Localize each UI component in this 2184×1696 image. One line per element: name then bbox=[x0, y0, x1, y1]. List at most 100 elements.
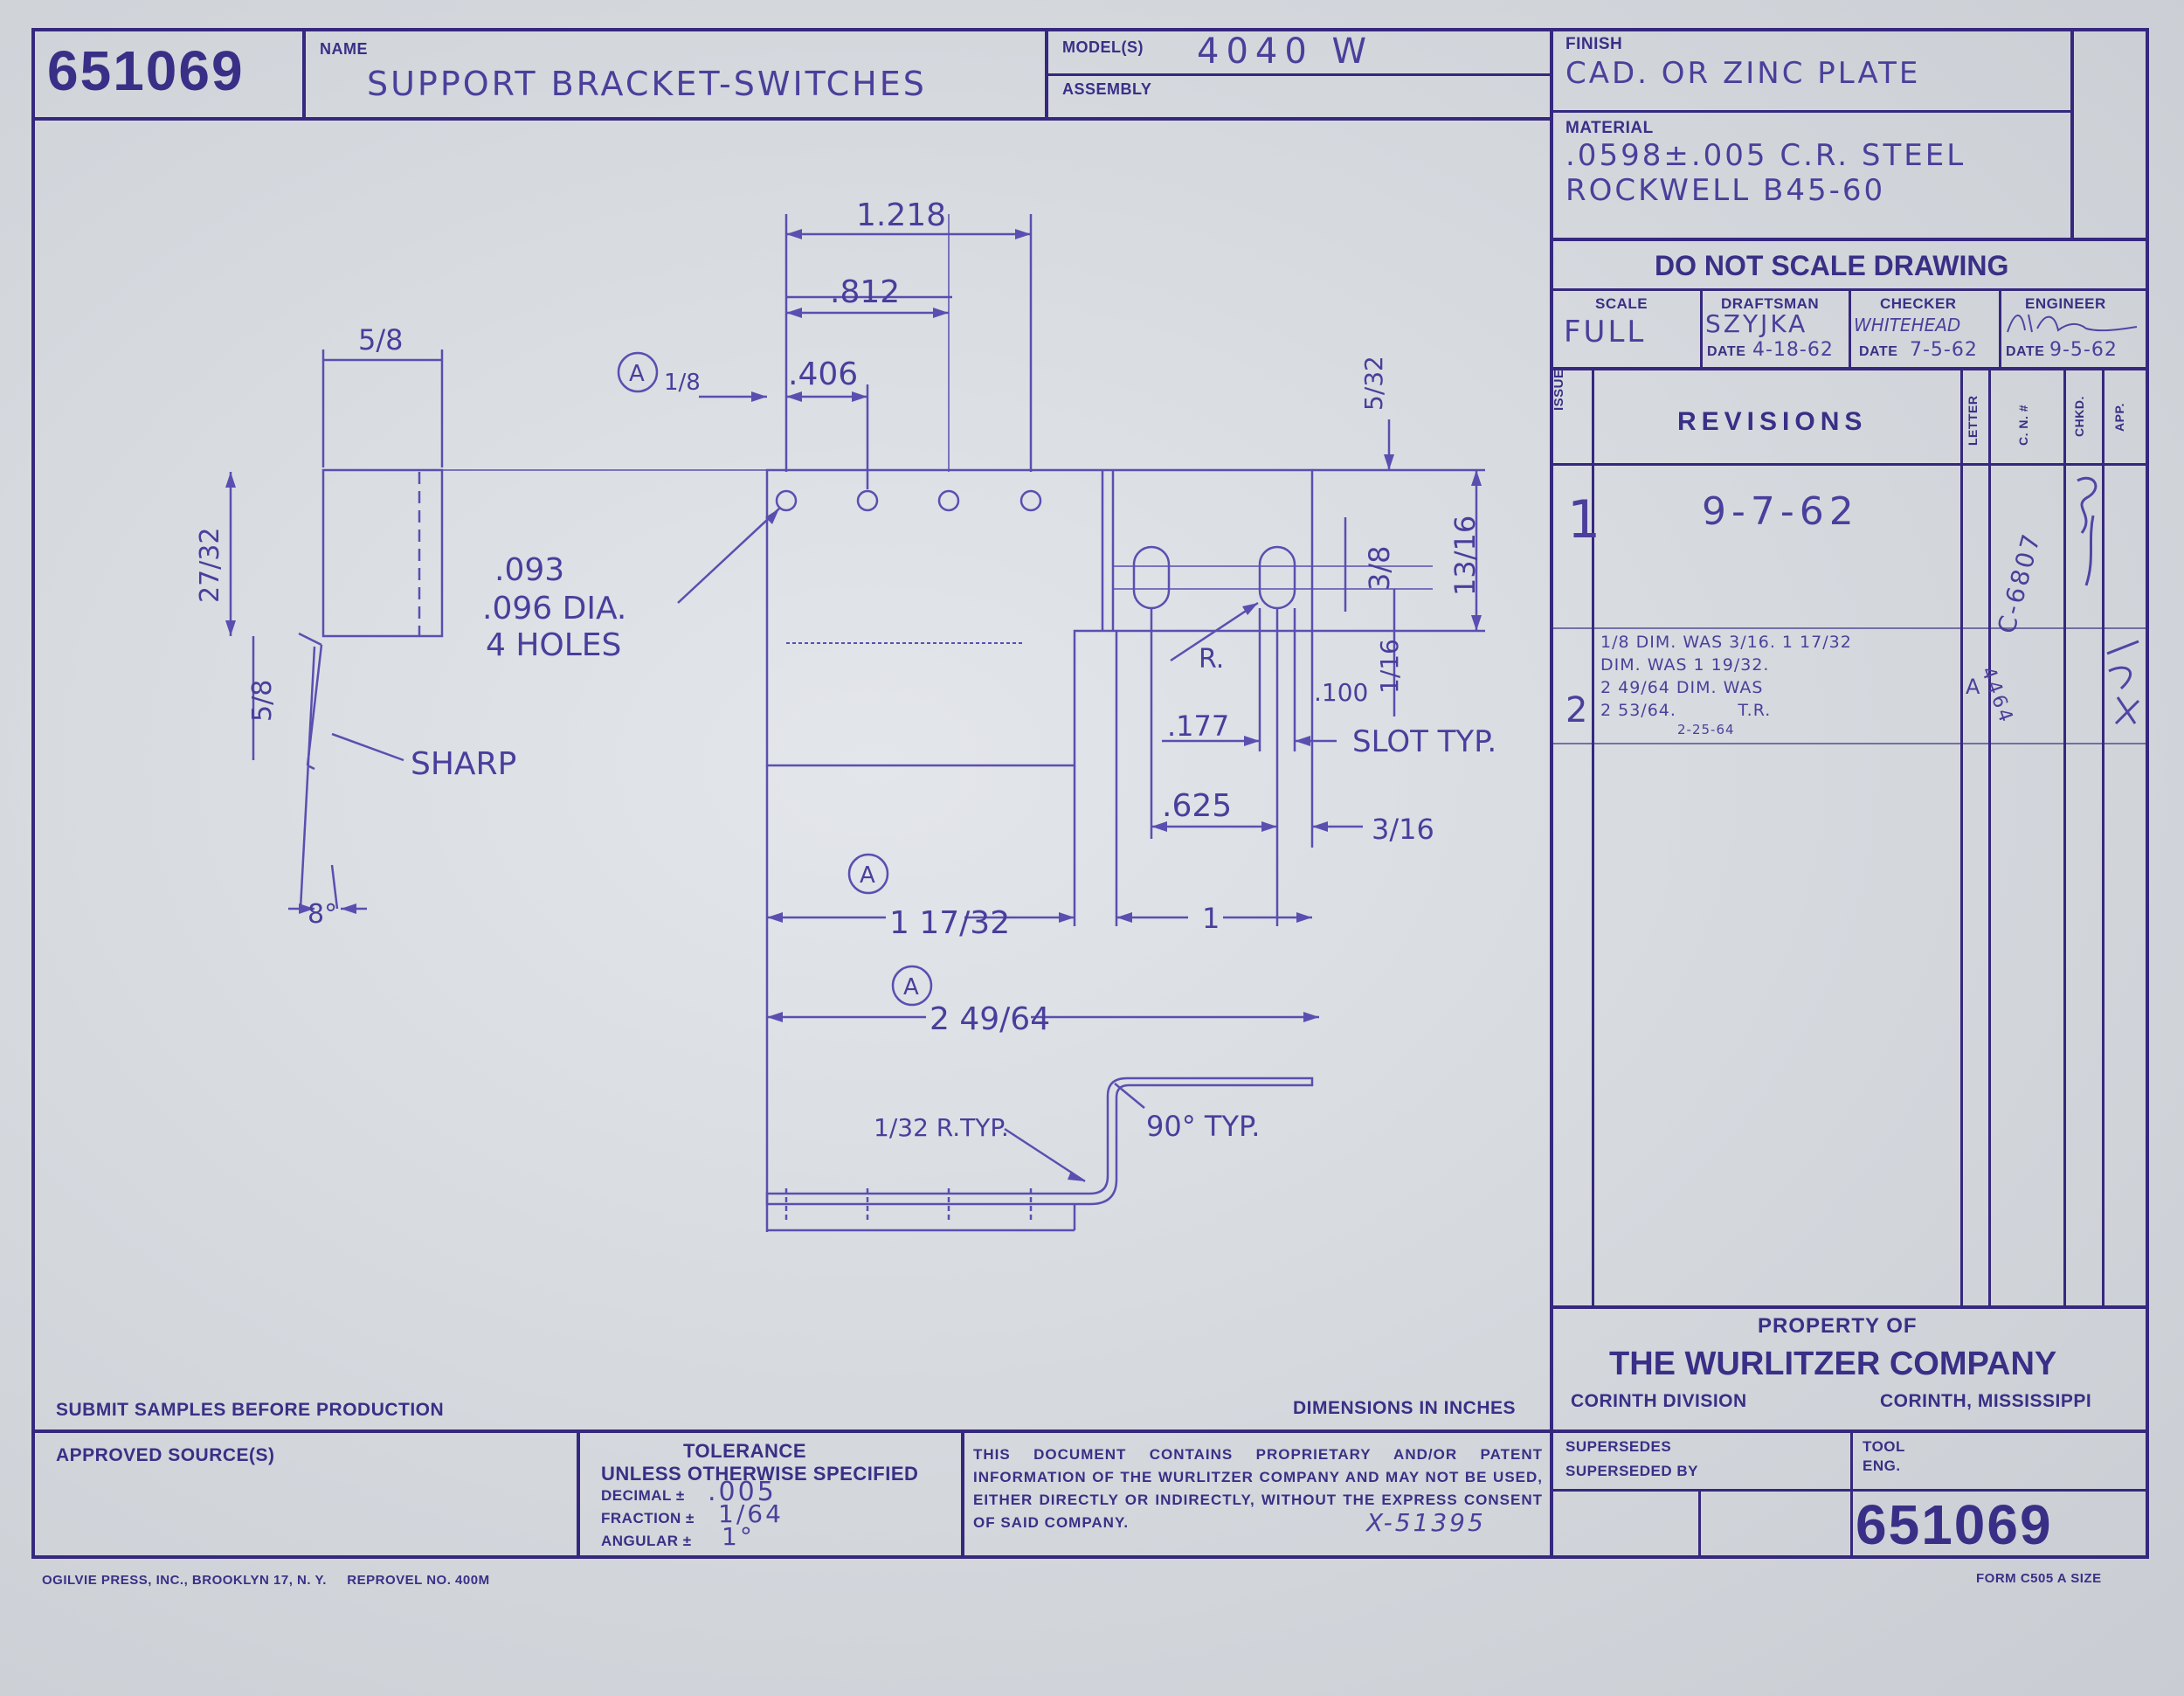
company-division: CORINTH DIVISION bbox=[1571, 1391, 1747, 1411]
superseded-by-label: SUPERSEDED BY bbox=[1565, 1463, 1698, 1479]
arrow-head bbox=[933, 308, 949, 318]
angle-note: 8° bbox=[308, 899, 337, 930]
eng-label: ENG. bbox=[1863, 1457, 1901, 1474]
arrow-head bbox=[341, 903, 356, 914]
draftsman-date-label: DATE bbox=[1707, 344, 1746, 359]
radius-note: R. bbox=[1199, 644, 1224, 675]
arrow-head bbox=[225, 620, 236, 636]
supersedes-label: SUPERSEDES bbox=[1565, 1438, 1672, 1455]
rev2-check-mark bbox=[2106, 640, 2140, 725]
rev-marker-a3: A bbox=[903, 974, 919, 1000]
checker-date-label: DATE bbox=[1859, 344, 1898, 359]
finish-value: CAD. OR ZINC PLATE bbox=[1565, 56, 1921, 91]
checker-signature: WHITEHEAD bbox=[1854, 315, 1961, 336]
angular-value: 1° bbox=[722, 1522, 755, 1551]
revisions-title: REVISIONS bbox=[1677, 407, 1868, 436]
mounting-hole bbox=[1019, 489, 1042, 512]
divider bbox=[1698, 1489, 1701, 1559]
divider bbox=[1550, 28, 1553, 1559]
hole-note-1: .093 bbox=[494, 552, 564, 588]
mounting-hole bbox=[937, 489, 960, 512]
divider bbox=[1999, 288, 2001, 369]
dim-406: .406 bbox=[788, 357, 858, 392]
dim-1-17-32: 1 17/32 bbox=[889, 905, 1010, 941]
plan-view-outline bbox=[765, 468, 1314, 767]
hole-leader bbox=[677, 508, 780, 604]
divider bbox=[577, 1431, 580, 1559]
arrow-head bbox=[1244, 736, 1260, 746]
rev1-text: 9-7-62 bbox=[1702, 489, 1859, 534]
material-line2: ROCKWELL B45-60 bbox=[1565, 173, 1886, 208]
cn-label: C. N. # bbox=[2016, 404, 2030, 446]
proprietary-ref: X-51395 bbox=[1366, 1508, 1486, 1537]
arrow-heads bbox=[225, 229, 1482, 1181]
assembly-label: ASSEMBLY bbox=[1062, 80, 1152, 98]
mounting-hole bbox=[775, 489, 798, 512]
arrow-head bbox=[767, 912, 783, 923]
arrow-head bbox=[1059, 912, 1075, 923]
dim-5-8-left: 5/8 bbox=[247, 680, 278, 722]
mounting-hole bbox=[856, 489, 879, 512]
arrow-head bbox=[1015, 229, 1031, 239]
divider bbox=[31, 1429, 2149, 1433]
divider bbox=[1960, 369, 1963, 1305]
letter-label: LETTER bbox=[1966, 395, 1980, 446]
divider bbox=[1552, 238, 2149, 241]
side-view-profile bbox=[321, 468, 444, 638]
dim-812: .812 bbox=[830, 274, 900, 310]
tolerance-sub: UNLESS OTHERWISE SPECIFIED bbox=[601, 1463, 919, 1485]
engineer-signature bbox=[2007, 314, 2138, 333]
decimal-label: DECIMAL ± bbox=[601, 1487, 685, 1504]
sharp-note: SHARP bbox=[411, 746, 516, 782]
radius-leader bbox=[1170, 601, 1259, 662]
rev2-issue: 2 bbox=[1565, 690, 1591, 730]
divider bbox=[1552, 463, 2149, 466]
company-name: THE WURLITZER COMPANY bbox=[1609, 1346, 2057, 1382]
chkd-label: CHKD. bbox=[2072, 396, 2086, 437]
dim-5-8-top: 5/8 bbox=[358, 323, 404, 357]
proprietary-notice: THIS DOCUMENT CONTAINS PROPRIETARY AND/O… bbox=[973, 1446, 1543, 1531]
switch-slot bbox=[1132, 545, 1171, 610]
divider bbox=[1552, 627, 2149, 629]
arrow-head bbox=[1261, 821, 1277, 832]
arrow-head bbox=[299, 903, 314, 914]
outer-border bbox=[31, 28, 2149, 1559]
divider bbox=[1045, 73, 1552, 76]
dim-5-32: 5/32 bbox=[1359, 356, 1388, 411]
rev-marker-a1: A bbox=[629, 361, 645, 387]
arrow-head bbox=[765, 509, 779, 524]
draftsman-label: DRAFTSMAN bbox=[1721, 295, 1820, 312]
divider bbox=[1592, 369, 1594, 1305]
angular-label: ANGULAR ± bbox=[601, 1533, 692, 1549]
arrow-head bbox=[1242, 603, 1258, 615]
material-line1: .0598±.005 C.R. STEEL bbox=[1565, 138, 1966, 173]
arrow-head bbox=[852, 391, 867, 402]
engineer-date-label: DATE bbox=[2006, 344, 2045, 359]
name-label: NAME bbox=[320, 40, 368, 58]
rev-marker-a2: A bbox=[860, 862, 875, 889]
divider bbox=[1552, 110, 2074, 113]
divider bbox=[302, 28, 306, 119]
angle-leader bbox=[330, 864, 339, 910]
app-label: APP. bbox=[2112, 403, 2126, 432]
rev2-line5: 2-25-64 bbox=[1677, 722, 1735, 737]
divider bbox=[961, 1431, 964, 1559]
arrow-head bbox=[786, 229, 802, 239]
divider bbox=[1850, 1431, 1853, 1559]
dim-177: .177 bbox=[1167, 710, 1229, 743]
dimension-text: 1.218 .812 .406 5/8 A 1/8 5/32 27/32 5/8… bbox=[195, 197, 1496, 1143]
rev1-issue: 1 bbox=[1567, 489, 1604, 550]
hole-note-2: .096 DIA. bbox=[482, 591, 626, 626]
draftsman-date: 4-18-62 bbox=[1752, 339, 1834, 361]
dim-1-8: 1/8 bbox=[664, 370, 701, 396]
checker-date: 7-5-62 bbox=[1910, 339, 1978, 361]
scale-label: SCALE bbox=[1595, 295, 1648, 312]
divider bbox=[1988, 369, 1991, 1305]
divider bbox=[2070, 28, 2074, 238]
rev2-line3: 2 49/64 DIM. WAS bbox=[1600, 678, 1764, 697]
technical-drawing: 1.218 .812 .406 5/8 A 1/8 5/32 27/32 5/8… bbox=[195, 197, 1496, 1232]
engineer-label: ENGINEER bbox=[2025, 295, 2106, 312]
dimensions-note: DIMENSIONS IN INCHES bbox=[1293, 1398, 1517, 1418]
arrow-head bbox=[1471, 470, 1482, 486]
